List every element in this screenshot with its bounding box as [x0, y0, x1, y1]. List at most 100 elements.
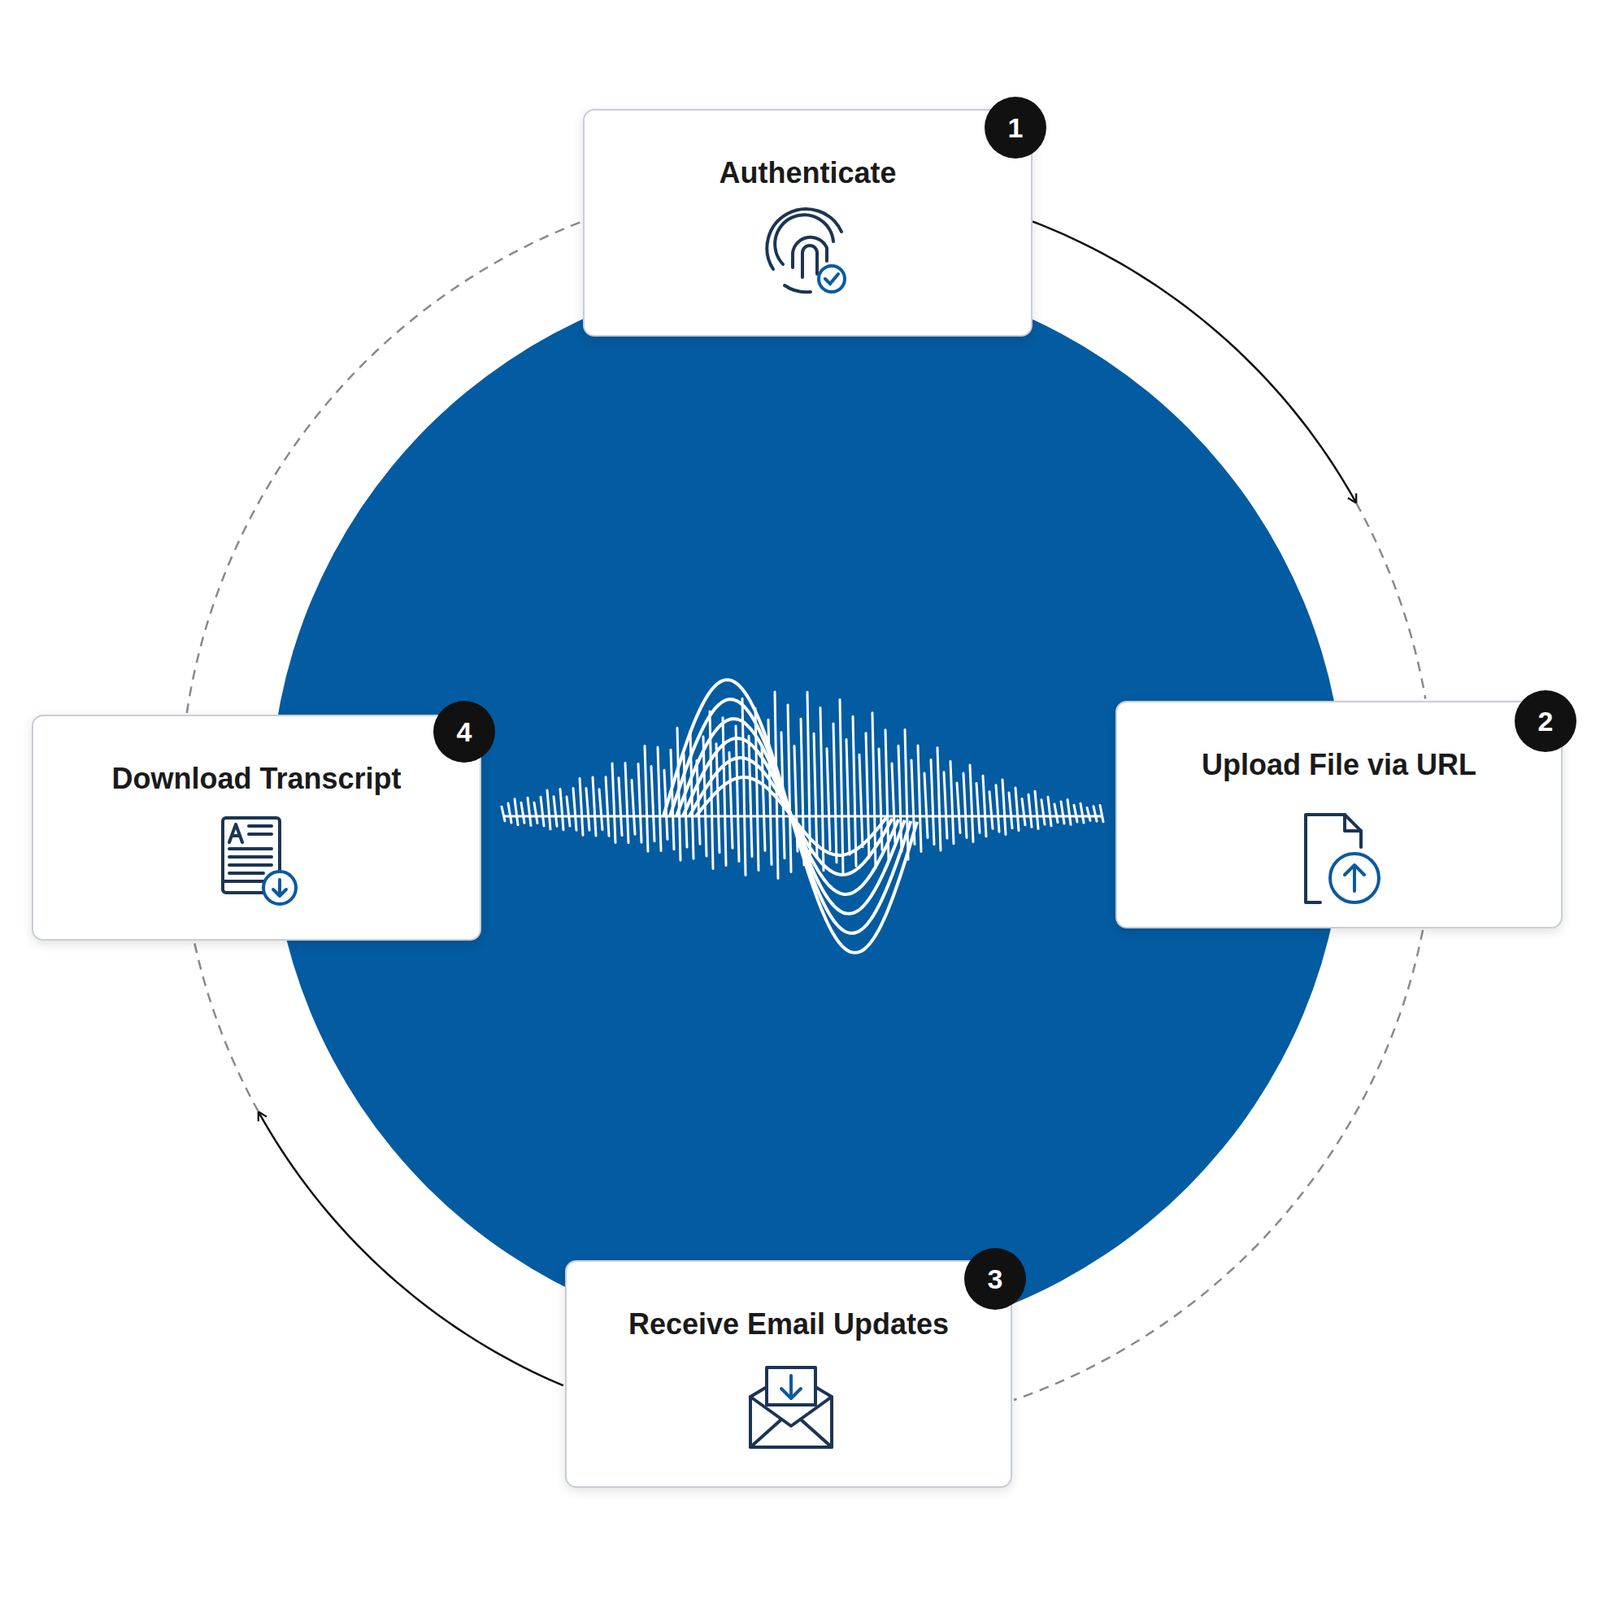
wave-spike: [1047, 796, 1052, 827]
wave-spike: [1021, 798, 1026, 825]
callout-number: 3: [987, 1263, 1004, 1296]
wave-spike: [755, 708, 759, 870]
wave-spike: [631, 779, 635, 835]
step-title: Download Transcript: [33, 761, 480, 796]
wave-spike: [514, 799, 518, 826]
wave-spike: [573, 787, 577, 831]
wave-spike: [917, 745, 922, 853]
wave-spike: [1002, 779, 1006, 835]
sound-wave: [501, 679, 1104, 953]
wave-spike: [943, 772, 948, 839]
wave-spike: [833, 723, 837, 863]
wave-spike: [748, 735, 753, 857]
wave-spike: [1015, 787, 1019, 831]
wave-spike: [937, 747, 941, 851]
wave-spike: [586, 788, 590, 831]
file-upload-icon: [1305, 814, 1379, 903]
wave-spike: [638, 764, 642, 844]
callout-number: 1: [1008, 112, 1024, 144]
wave-spike: [547, 790, 551, 830]
wave-spike: [560, 788, 564, 830]
wave-spike: [644, 746, 648, 853]
wave-spike: [1060, 801, 1065, 824]
wave-spike: [982, 775, 987, 836]
wave-spike: [956, 782, 961, 833]
wave-spike: [839, 700, 844, 875]
wave-spike: [1054, 804, 1058, 823]
fingerprint-icon: [766, 208, 845, 292]
wave-spike: [651, 765, 655, 841]
dashed-ring: [186, 221, 582, 714]
wave-spike: [1093, 806, 1097, 822]
wave-spike: [1067, 800, 1071, 826]
callout-badge: 3: [964, 1247, 1027, 1310]
wave-baseline: [503, 815, 1103, 818]
wave-spike: [540, 796, 544, 827]
wave-spike: [963, 773, 967, 838]
wave-spike: [995, 785, 1000, 833]
wave-spike: [976, 782, 980, 833]
callout-number: 2: [1538, 705, 1554, 738]
wave-spike: [787, 704, 792, 873]
wave-spike: [612, 763, 616, 844]
wave-spike: [716, 743, 720, 853]
callout-badge: 4: [433, 700, 496, 763]
callout-badge: 2: [1514, 690, 1577, 753]
wave-spike: [722, 717, 727, 866]
dashed-ring: [194, 941, 259, 1112]
wave-spike: [1028, 794, 1032, 827]
wave-spike: [872, 713, 876, 869]
wave-spike: [501, 806, 505, 822]
dashed-ring: [1013, 930, 1423, 1400]
wave-spike: [508, 803, 512, 823]
email-icon: [750, 1367, 832, 1448]
step-box: Upload File via URL: [1115, 700, 1563, 929]
wave-spike: [1008, 792, 1013, 829]
wave-spike: [1041, 800, 1045, 825]
wave-spike: [1086, 807, 1091, 821]
wave-spike: [599, 789, 603, 831]
wave-spike: [950, 761, 954, 844]
wave-spike: [924, 773, 928, 839]
wave-spike: [735, 726, 740, 862]
transcript-icon: [222, 817, 296, 905]
callout-number: 4: [456, 716, 473, 748]
wave-spike: [1034, 791, 1039, 829]
wave-spike: [618, 778, 622, 836]
wave-spike: [826, 748, 831, 851]
wave-spike: [670, 749, 674, 850]
wave-spike: [846, 739, 850, 855]
wave-spike: [625, 762, 629, 843]
wave-spike: [605, 777, 609, 836]
wave-spike: [859, 754, 863, 848]
step-box: Download Transcript: [31, 714, 482, 941]
wave-spike: [553, 796, 557, 827]
wave-spike: [1073, 804, 1078, 822]
wave-spike: [527, 797, 531, 826]
wave-spike: [657, 747, 661, 852]
step-title: Authenticate: [584, 156, 1031, 191]
wave-spike: [969, 765, 974, 843]
flow-arrow: [258, 1111, 564, 1386]
wave-spike: [592, 777, 596, 836]
wave-spike: [566, 796, 570, 827]
dashed-ring: [1356, 503, 1426, 700]
wave-spike: [534, 802, 538, 823]
callout-badge: 1: [984, 96, 1047, 159]
wave-spike: [813, 733, 818, 858]
wave-spike: [1100, 804, 1104, 822]
wave-spike: [852, 716, 857, 866]
wave-spike: [703, 736, 707, 857]
flow-arrow: [1032, 221, 1357, 503]
step-title: Upload File via URL: [1117, 747, 1561, 783]
wave-spike: [729, 752, 733, 849]
wave-spike: [1080, 803, 1084, 823]
wave-spike: [989, 791, 993, 829]
wave-spike: [930, 759, 935, 844]
step-title: Receive Email Updates: [566, 1307, 1011, 1342]
wave-spike: [521, 802, 525, 823]
step-box: Receive Email Updates: [565, 1260, 1013, 1488]
step-box: Authenticate: [582, 108, 1033, 337]
wave-spike: [579, 778, 583, 835]
